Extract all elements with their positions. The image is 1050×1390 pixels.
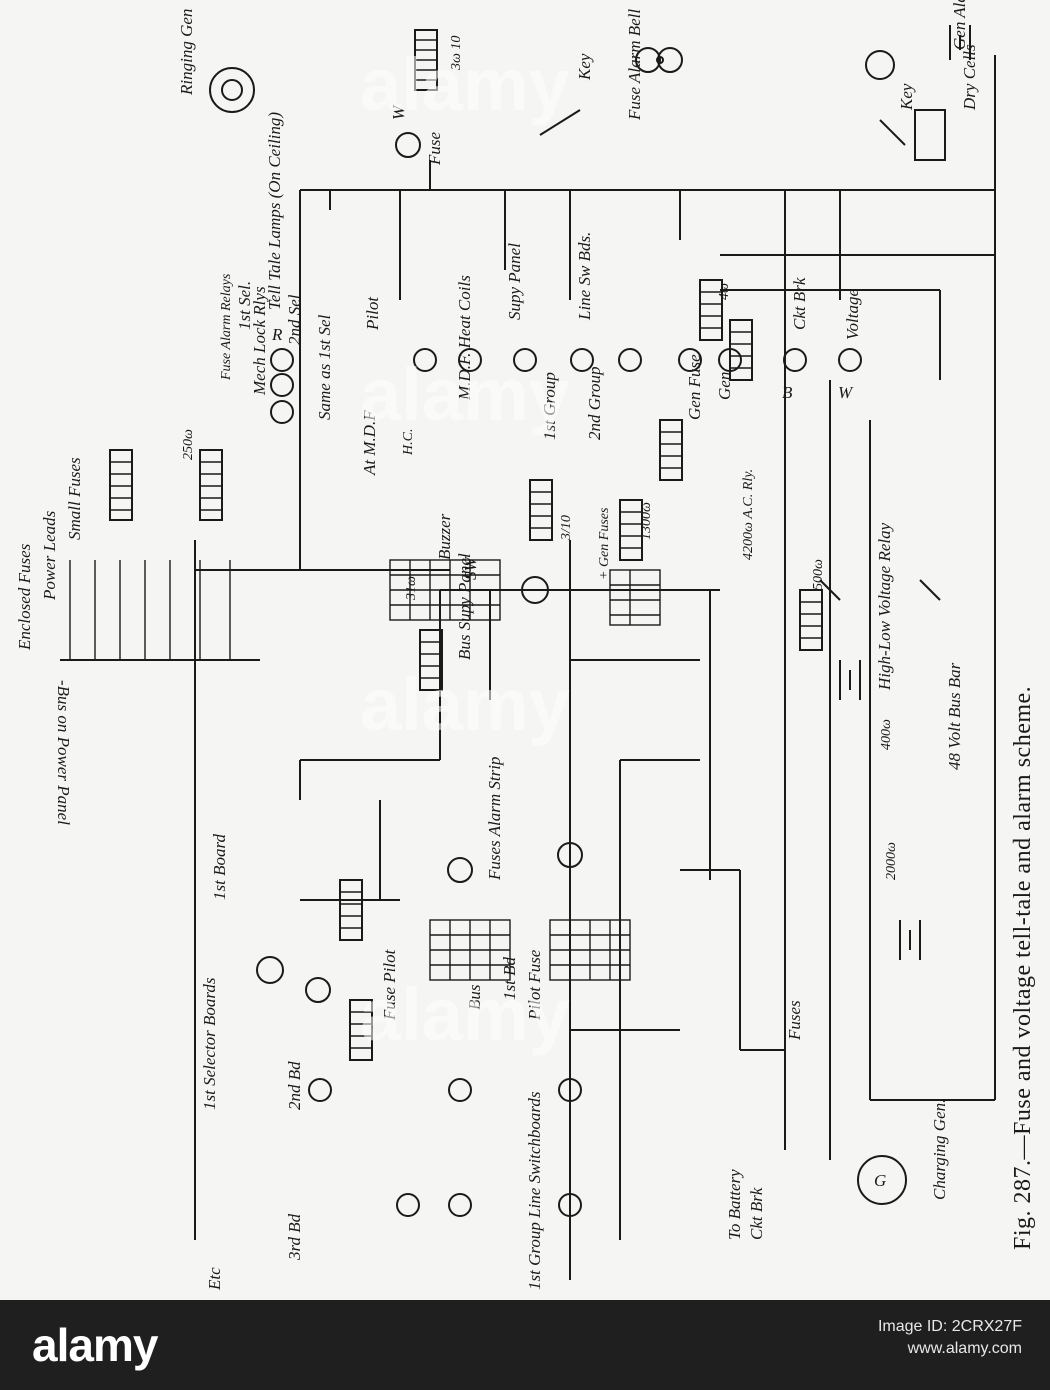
label-tell-tale-lamps: Tell Tale Lamps (On Ceiling) xyxy=(265,112,284,310)
label-high-low-relay: High-Low Voltage Relay xyxy=(875,522,894,691)
label-bus: Bus xyxy=(465,984,484,1010)
label-key-right: Key xyxy=(897,83,916,111)
label-key-top: Key xyxy=(575,53,594,81)
label-w-top: W xyxy=(389,104,408,120)
label-buzzer: Buzzer xyxy=(435,513,454,560)
label-supy-panel: Supy Panel xyxy=(505,243,524,320)
generators-and-alarms: G xyxy=(209,25,971,1205)
label-res-4: 4ω xyxy=(717,283,732,300)
label-b: B xyxy=(782,383,793,402)
fuse-strips xyxy=(60,559,661,981)
watermark: alamy alamy alamy alamy xyxy=(360,43,570,1056)
bus-wires xyxy=(194,55,996,1280)
label-1st-selector-boards: 1st Selector Boards xyxy=(200,977,219,1110)
label-1st-board: 1st Board xyxy=(210,834,229,900)
label-res-4200: 4200ω A.C. Rly. xyxy=(741,469,756,560)
label-fuses: Fuses xyxy=(785,1000,804,1041)
label-r: R xyxy=(271,325,283,344)
label-2nd-bd: 2nd Bd xyxy=(285,1061,304,1110)
label-48v-bus-bar: 48 Volt Bus Bar xyxy=(945,662,964,770)
label-ckt-brk: Ckt Brk xyxy=(790,277,809,330)
brand-logo[interactable]: alamy xyxy=(32,1319,158,1371)
circuit-diagram: G Ringing Gen Gen Alarm Dry Cells Key Ke… xyxy=(15,0,1036,1291)
label-res-31: 31ω xyxy=(404,576,419,601)
svg-text:alamy: alamy xyxy=(360,973,570,1056)
label-bus-on-power-panel: -Bus on Power Panel xyxy=(54,680,73,825)
label-mech-lock-rlys: Mech Lock Rlys xyxy=(250,286,269,396)
label-hc: H.C. xyxy=(401,429,416,456)
svg-text:alamy: alamy xyxy=(360,353,570,436)
label-pilot-fuse: Pilot Fuse xyxy=(525,949,544,1021)
label-2nd-group: 2nd Group xyxy=(585,366,604,440)
label-mdf-heat-coils: M.D.F. Heat Coils xyxy=(455,275,474,401)
figure-caption: Fig. 287.—Fuse and voltage tell-tale and… xyxy=(1010,686,1036,1250)
label-etc: Etc xyxy=(205,1267,224,1291)
schematic-figure: G Ringing Gen Gen Alarm Dry Cells Key Ke… xyxy=(0,0,1050,1300)
label-sw: SW xyxy=(461,556,480,581)
label-res-3-10: 3ω 10 xyxy=(449,36,464,71)
label-2nd-sel: 2nd Sel xyxy=(285,294,304,345)
label-res-1300: 1300ω xyxy=(639,502,654,540)
site-link[interactable]: www.alamy.com xyxy=(907,1340,1022,1357)
label-bus-supy-panel: Bus Supy Panel xyxy=(455,553,474,660)
label-same-as-1st-sel: Same as 1st Sel xyxy=(315,314,334,420)
label-1st-group-line-sw: 1st Group Line Switchboards xyxy=(525,1091,544,1290)
svg-text:alamy: alamy xyxy=(360,663,570,746)
label-1st-sel: 1st Sel. xyxy=(235,281,254,330)
label-at-mdf: At M.D.F xyxy=(360,410,379,476)
label-fuses-alarm-strip: Fuses Alarm Strip xyxy=(485,757,504,881)
stock-footer: alamy Image ID: 2CRX27F www.alamy.com xyxy=(0,1300,1050,1390)
label-power-leads: Power Leads xyxy=(40,510,59,601)
label-charging-gen: Charging Gen. xyxy=(930,1099,949,1200)
label-enclosed-fuses: Enclosed Fuses xyxy=(15,543,34,651)
label-1st-group: 1st Group xyxy=(540,372,559,440)
svg-text:alamy: alamy xyxy=(360,43,570,126)
label-gen-alarm: Gen Alarm xyxy=(950,0,969,50)
label-3rd-bd: 3rd Bd xyxy=(285,1213,304,1261)
label-fuse-alarm-relays: Fuse Alarm Relays xyxy=(219,273,234,381)
image-id: Image ID: 2CRX27F xyxy=(877,1318,1022,1335)
label-fuse-alarm-bell: Fuse Alarm Bell xyxy=(625,9,644,121)
label-gen-fuse: Gen Fuse xyxy=(685,354,704,420)
label-res-3-10b: 3/10 xyxy=(559,515,574,541)
image-info: Image ID: 2CRX27F www.alamy.com xyxy=(878,1316,1022,1360)
label-res-2000: 2000ω xyxy=(884,842,899,880)
label-ckt-brk-batt: Ckt Brk xyxy=(747,1187,766,1240)
label-fuse-pilot: Fuse Pilot xyxy=(380,948,399,1021)
label-fuse-top: Fuse xyxy=(425,132,444,167)
label-line-sw-bds: Line Sw Bds. xyxy=(575,232,594,321)
svg-text:G: G xyxy=(874,1171,886,1190)
label-small-fuses: Small Fuses xyxy=(65,457,84,540)
label-w: W xyxy=(838,383,854,402)
label-res-250: 250ω xyxy=(181,429,196,460)
diagram-labels: Ringing Gen Gen Alarm Dry Cells Key Key … xyxy=(15,0,979,1291)
label-ringing-gen: Ringing Gen xyxy=(177,9,196,96)
label-gen: Gen xyxy=(715,372,734,400)
relay-coils xyxy=(109,29,823,1061)
label-res-500: 500ω xyxy=(811,559,826,590)
label-voltage: Voltage xyxy=(843,289,862,340)
label-dry-cells: Dry Cells xyxy=(960,44,979,111)
label-pilot: Pilot xyxy=(363,296,382,331)
label-to-battery: To Battery xyxy=(725,1169,744,1240)
label-1st-bd: 1st Bd xyxy=(500,957,519,1000)
label-res-400: 400ω xyxy=(879,719,894,750)
label-gen-fuses: + Gen Fuses xyxy=(597,507,612,580)
